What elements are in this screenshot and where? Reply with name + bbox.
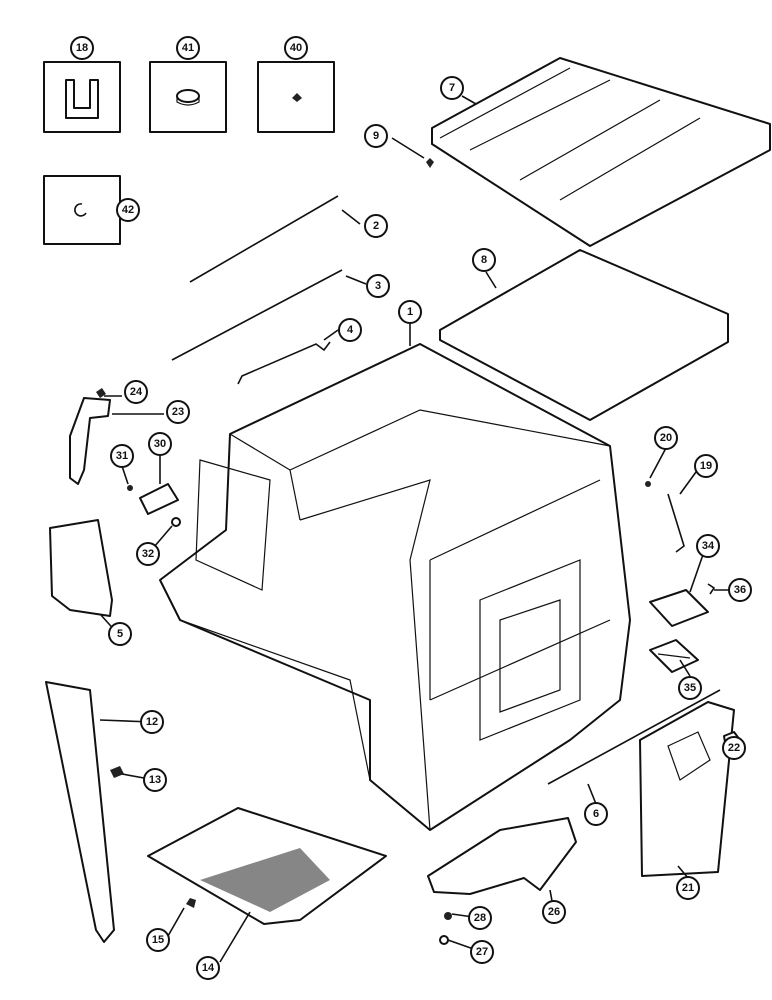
callout-2: 2 (364, 214, 388, 238)
callout-21: 21 (676, 876, 700, 900)
bolt-24 (96, 388, 106, 398)
seal-strip-2 (189, 195, 339, 283)
callout-19: 19 (694, 454, 718, 478)
callout-9: 9 (364, 124, 388, 148)
fastener-15 (186, 898, 196, 908)
callout-23: 23 (166, 400, 190, 424)
callout-3: 3 (366, 274, 390, 298)
callout-36: 36 (728, 578, 752, 602)
inset-box-41 (149, 61, 227, 133)
callout-28: 28 (468, 906, 492, 930)
callout-42: 42 (116, 198, 140, 222)
callout-label: 20 (660, 432, 672, 444)
callout-7: 7 (440, 76, 464, 100)
callout-label: 31 (116, 450, 128, 462)
nut-32 (171, 517, 181, 527)
inset-box-40 (257, 61, 335, 133)
callout-label: 3 (375, 280, 381, 292)
callout-41: 41 (176, 36, 200, 60)
callout-label: 1 (407, 306, 413, 318)
roof-panel (431, 57, 771, 247)
callout-label: 22 (728, 742, 740, 754)
callout-4: 4 (338, 318, 362, 342)
callout-label: 14 (202, 962, 215, 974)
callout-label: 24 (130, 386, 143, 398)
callout-label: 21 (682, 882, 694, 894)
callout-label: 18 (76, 42, 88, 54)
callout-34: 34 (696, 534, 720, 558)
callout-30: 30 (148, 432, 172, 456)
callout-27: 27 (470, 940, 494, 964)
callout-label: 26 (548, 906, 560, 918)
floor-mat-14 (147, 807, 387, 925)
callout-26: 26 (542, 900, 566, 924)
callout-22: 22 (722, 736, 746, 760)
side-trim-26 (427, 817, 577, 895)
callout-label: 8 (481, 254, 487, 266)
handle-bracket-23 (69, 397, 111, 485)
plate-30 (139, 483, 179, 515)
callout-label: 2 (373, 220, 379, 232)
screw-9 (426, 158, 434, 168)
callout-label: 30 (154, 438, 166, 450)
callout-32: 32 (136, 542, 160, 566)
grab-handle-4 (237, 341, 331, 385)
callout-label: 19 (700, 460, 712, 472)
callout-label: 32 (142, 548, 154, 560)
inset-box-42 (43, 175, 121, 245)
strip-6 (547, 689, 721, 785)
callout-5: 5 (108, 622, 132, 646)
callout-label: 28 (474, 912, 486, 924)
callout-label: 23 (172, 406, 184, 418)
screw-31 (127, 485, 133, 491)
pillar-trim-12 (45, 681, 115, 943)
callout-20: 20 (654, 426, 678, 450)
rod-19 (667, 493, 685, 553)
callout-12: 12 (140, 710, 164, 734)
cab-frame (159, 343, 631, 831)
callout-label: 12 (146, 716, 158, 728)
callout-18: 18 (70, 36, 94, 60)
plate-34 (649, 589, 709, 627)
callout-label: 4 (347, 324, 354, 336)
screw-20 (645, 481, 651, 487)
callout-label: 15 (152, 934, 164, 946)
callout-13: 13 (143, 768, 167, 792)
callout-31: 31 (110, 444, 134, 468)
door-panel-21 (639, 701, 735, 877)
callout-label: 35 (684, 682, 696, 694)
callout-24: 24 (124, 380, 148, 404)
inset-box-18 (43, 61, 121, 133)
clip-13 (110, 766, 124, 778)
washer-28 (444, 912, 452, 920)
window-seal-5 (49, 519, 113, 617)
callout-label: 36 (734, 584, 746, 596)
callout-label: 34 (702, 540, 715, 552)
callout-label: 27 (476, 946, 488, 958)
nut-27 (439, 935, 449, 945)
callout-40: 40 (284, 36, 308, 60)
callout-14: 14 (196, 956, 220, 980)
callout-label: 41 (182, 42, 194, 54)
headliner-panel (439, 249, 729, 421)
callout-label: 42 (122, 204, 134, 216)
callout-label: 9 (373, 130, 379, 142)
screw-36 (707, 583, 716, 595)
seal-strip-3 (171, 269, 343, 361)
callout-label: 5 (117, 628, 123, 640)
callout-label: 7 (449, 82, 455, 94)
callout-8: 8 (472, 248, 496, 272)
callout-35: 35 (678, 676, 702, 700)
callout-15: 15 (146, 928, 170, 952)
callout-label: 40 (290, 42, 302, 54)
callout-1: 1 (398, 300, 422, 324)
callout-label: 13 (149, 774, 161, 786)
callout-6: 6 (584, 802, 608, 826)
callout-label: 6 (593, 808, 599, 820)
